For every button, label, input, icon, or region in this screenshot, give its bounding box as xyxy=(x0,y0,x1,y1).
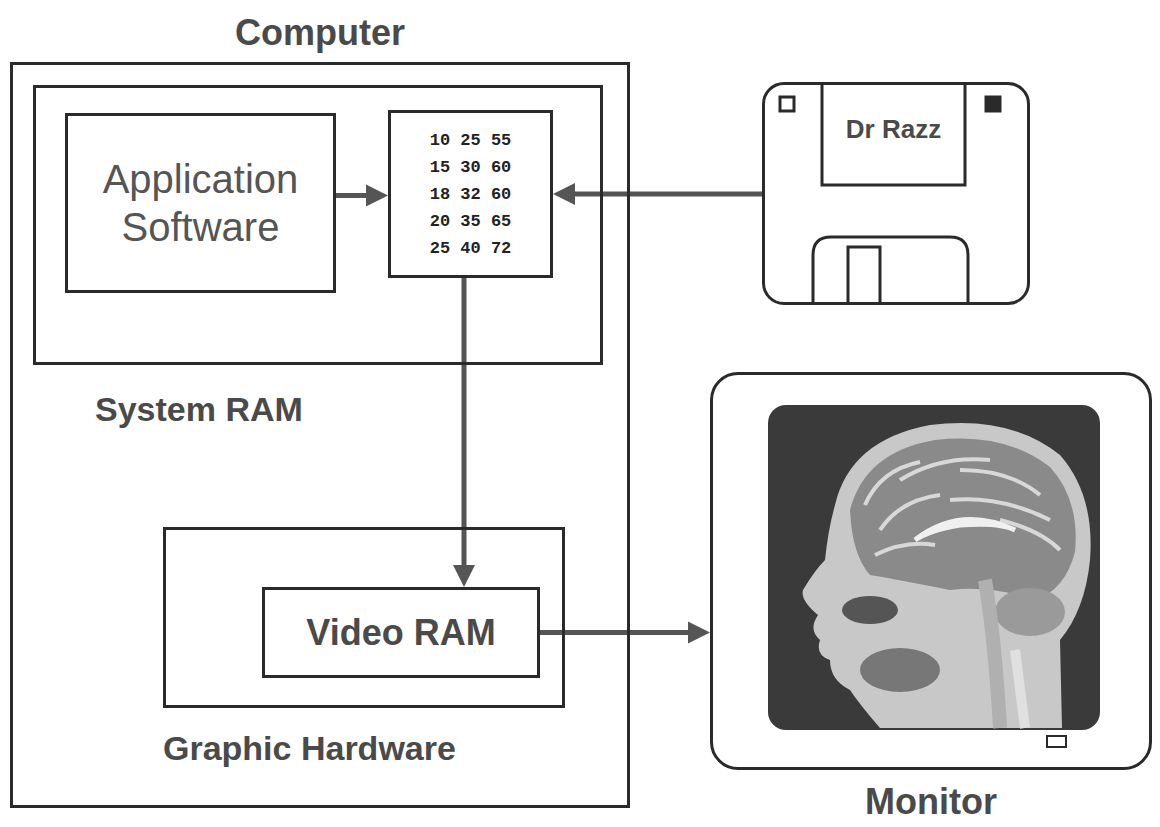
tongue xyxy=(860,648,940,692)
graphic-hardware-box: Graphic HardwareVideo RAM xyxy=(163,527,565,708)
device-label: Monitor xyxy=(713,784,1149,820)
video-ram-box: Video RAM xyxy=(262,587,540,678)
head-profile xyxy=(803,423,1091,728)
arrow-head xyxy=(553,183,575,205)
flow-arrow xyxy=(453,278,475,587)
monitor-details xyxy=(768,405,1100,747)
software-box: Application Software xyxy=(65,113,336,293)
text-holder: 10 25 5515 30 6018 32 6020 35 6525 40 72 xyxy=(391,113,550,275)
monitor-screen xyxy=(768,405,1100,730)
brain-gyri xyxy=(865,459,1060,555)
arrow-line xyxy=(571,192,762,197)
disk-label-area xyxy=(822,84,965,185)
arrow-line xyxy=(336,193,370,198)
box-label: System RAM xyxy=(95,392,303,426)
computer-box: ComputerSystem RAMApplication Software10… xyxy=(10,62,630,808)
box-label: Graphic Hardware xyxy=(163,731,456,765)
nasal-cavity xyxy=(842,596,898,624)
arrow-head xyxy=(688,622,710,644)
disk-label: Dr Razz xyxy=(822,115,965,144)
corpus-callosum xyxy=(915,520,1015,540)
box-text: Video RAM xyxy=(296,611,505,654)
spine xyxy=(1015,650,1025,728)
disk-shutter xyxy=(813,237,968,304)
arrow-line xyxy=(462,278,467,569)
brainstem xyxy=(985,580,1000,728)
arrow-head xyxy=(453,565,475,587)
text-holder: Video RAM xyxy=(265,590,537,675)
flow-arrow xyxy=(553,183,762,205)
floppy-disk-details xyxy=(780,84,1000,304)
floppy-disk: Dr Razz xyxy=(762,82,1030,305)
data-row: 10 25 55 xyxy=(430,127,512,154)
arrow-head xyxy=(366,185,388,207)
box-heading: Computer xyxy=(13,15,627,51)
text-holder: Application Software xyxy=(68,116,333,290)
flow-arrow xyxy=(336,185,388,207)
cerebellum xyxy=(995,588,1065,636)
data-row: 20 35 65 xyxy=(430,208,512,235)
box-text: Application Software xyxy=(68,155,333,251)
cerebrum xyxy=(850,439,1076,600)
data-row: 15 30 60 xyxy=(430,154,512,181)
monitor: Monitor xyxy=(710,372,1152,770)
data-row: 25 40 72 xyxy=(430,235,512,262)
shutter-window xyxy=(848,247,880,304)
data-row: 18 32 60 xyxy=(430,181,512,208)
write-protect-hole xyxy=(780,97,794,111)
data-box: 10 25 5515 30 6018 32 6020 35 6525 40 72 xyxy=(388,110,553,278)
density-hole xyxy=(986,97,1000,111)
mri-brain-image xyxy=(803,423,1091,728)
system-ram-box: System RAMApplication Software10 25 5515… xyxy=(33,85,603,365)
power-button xyxy=(1047,736,1066,747)
flow-arrow xyxy=(540,622,710,644)
